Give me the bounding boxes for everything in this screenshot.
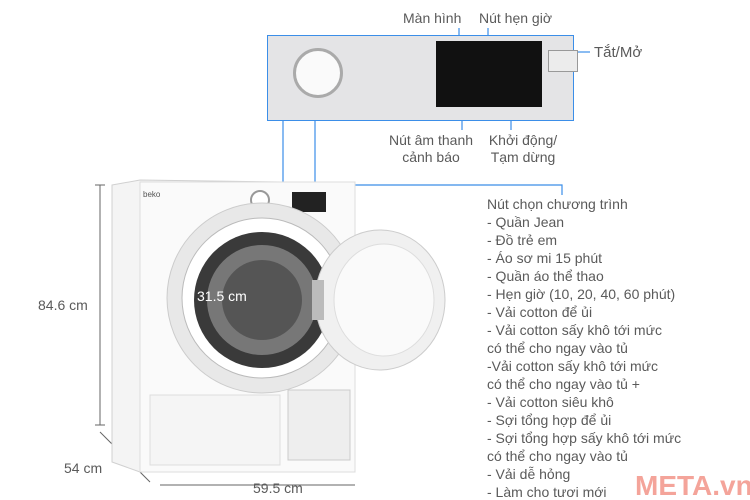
program-item: - Vải cotton sấy khô tới mức [487,322,662,338]
program-item: -Vải cotton sấy khô tới mức [487,358,659,374]
dimension-depth: 54 cm [64,460,103,476]
callout-line-2: cảnh báo [402,149,460,165]
callout-line-2: Tạm dừng [490,149,556,165]
callout-timer-button: Nút hẹn giờ [479,10,553,26]
callout-line-1: Nút âm thanh [388,132,474,148]
program-item: - Hẹn giờ (10, 20, 40, 60 phút) [487,286,676,302]
program-item: có thể cho ngay vào tủ [487,448,628,464]
program-list: Nút chọn chương trình - Quần Jean - Đồ tr… [487,195,681,500]
program-title: Nút chọn chương trình [487,196,628,212]
program-item: - Áo sơ mi 15 phút [487,250,603,266]
dimension-height: 84.6 cm [38,297,88,313]
program-item: - Sợi tổng hợp để ủi [487,412,612,428]
power-button[interactable] [548,50,578,72]
program-item: - Vải dễ hỏng [487,466,571,482]
callout-screen: Màn hình [403,10,462,26]
program-dial[interactable] [293,48,343,98]
program-item: - Vải cotton siêu khô [487,394,614,410]
dimension-width: 59.5 cm [253,480,303,496]
program-item: có thể cho ngay vào tủ + [487,376,640,392]
callout-power: Tắt/Mở [594,44,643,61]
callout-start-pause: Khởi động/ Tạm dừng [483,132,563,166]
program-item: có thể cho ngay vào tủ [487,340,628,356]
program-item: - Đồ trẻ em [487,232,558,248]
brand-logo: beko [143,190,161,199]
control-panel-closeup [267,35,578,121]
callout-line-1: Khởi động/ [488,132,558,148]
dimension-drum: 31.5 cm [197,288,247,304]
callout-alarm-button: Nút âm thanh cảnh báo [383,132,479,166]
program-item: - Sợi tổng hợp sấy khô tới mức [487,430,682,446]
program-item: - Quần Jean [487,214,565,230]
display-screen [436,41,542,107]
program-item: - Làm cho tươi mới [487,484,607,500]
program-item: - Vải cotton để ủi [487,304,593,320]
program-item: - Quần áo thể thao [487,268,604,284]
watermark-logo: META.vn [635,470,750,500]
